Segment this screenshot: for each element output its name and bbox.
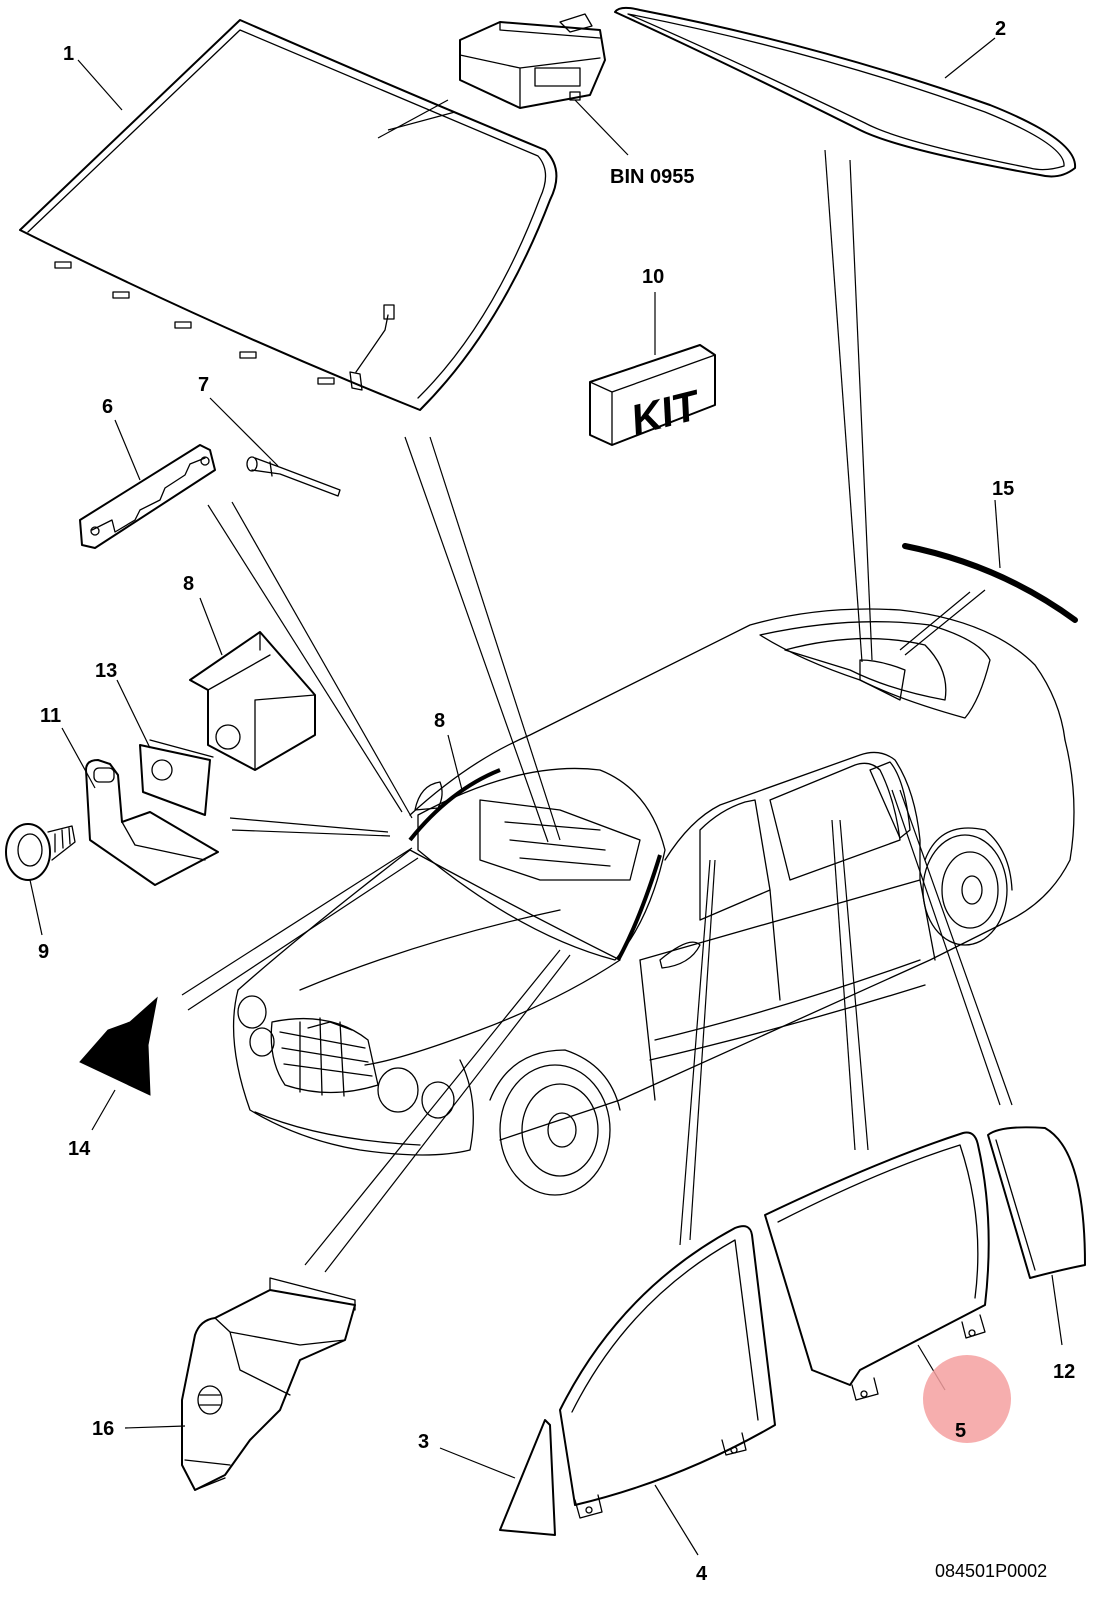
callout-16: 16	[92, 1418, 114, 1440]
car-illustration	[232, 608, 1075, 1196]
leader-lines	[181, 149, 1013, 1273]
callout-8-left: 8	[183, 573, 194, 595]
callout-1: 1	[63, 43, 74, 65]
callout-11: 11	[40, 705, 61, 727]
rear-window-part[interactable]	[614, 6, 1077, 178]
l-bracket[interactable]	[85, 759, 219, 886]
callout-7: 7	[198, 374, 209, 396]
drawing-number: 084501P0002	[935, 1561, 1047, 1581]
front-door-glass[interactable]	[559, 1225, 776, 1519]
rain-sensor-module[interactable]	[459, 13, 606, 109]
callout-9: 9	[38, 941, 49, 963]
highlight-circle	[923, 1355, 1011, 1443]
mirror-base-cover[interactable]	[181, 1277, 356, 1491]
kit-box[interactable]: KIT	[589, 344, 716, 446]
callout-3: 3	[418, 1431, 429, 1453]
callout-5[interactable]: 5	[955, 1420, 966, 1442]
callout-6: 6	[102, 396, 113, 418]
quarter-glass-front[interactable]	[499, 1419, 556, 1536]
callout-13: 13	[95, 660, 117, 682]
callout-15: 15	[992, 478, 1014, 500]
callout-8-car: 8	[434, 710, 445, 732]
roof-moulding[interactable]	[902, 543, 1078, 623]
sensor-cover[interactable]	[189, 631, 316, 771]
screw-fastener[interactable]	[5, 823, 76, 881]
callout-14: 14	[68, 1138, 91, 1160]
callout-bin: BIN 0955	[610, 166, 695, 188]
rear-door-glass[interactable]	[764, 1131, 990, 1401]
callout-2: 2	[995, 18, 1006, 40]
callout-10: 10	[642, 266, 664, 288]
callout-12: 12	[1053, 1361, 1075, 1383]
mounting-bracket[interactable]	[79, 444, 216, 549]
callout-4: 4	[696, 1563, 708, 1585]
retaining-pin[interactable]	[246, 456, 341, 497]
quarter-glass-rear[interactable]	[987, 1126, 1086, 1279]
windscreen-part[interactable]	[19, 19, 558, 411]
corner-seal[interactable]	[79, 996, 158, 1096]
clip-plate[interactable]	[139, 739, 214, 816]
